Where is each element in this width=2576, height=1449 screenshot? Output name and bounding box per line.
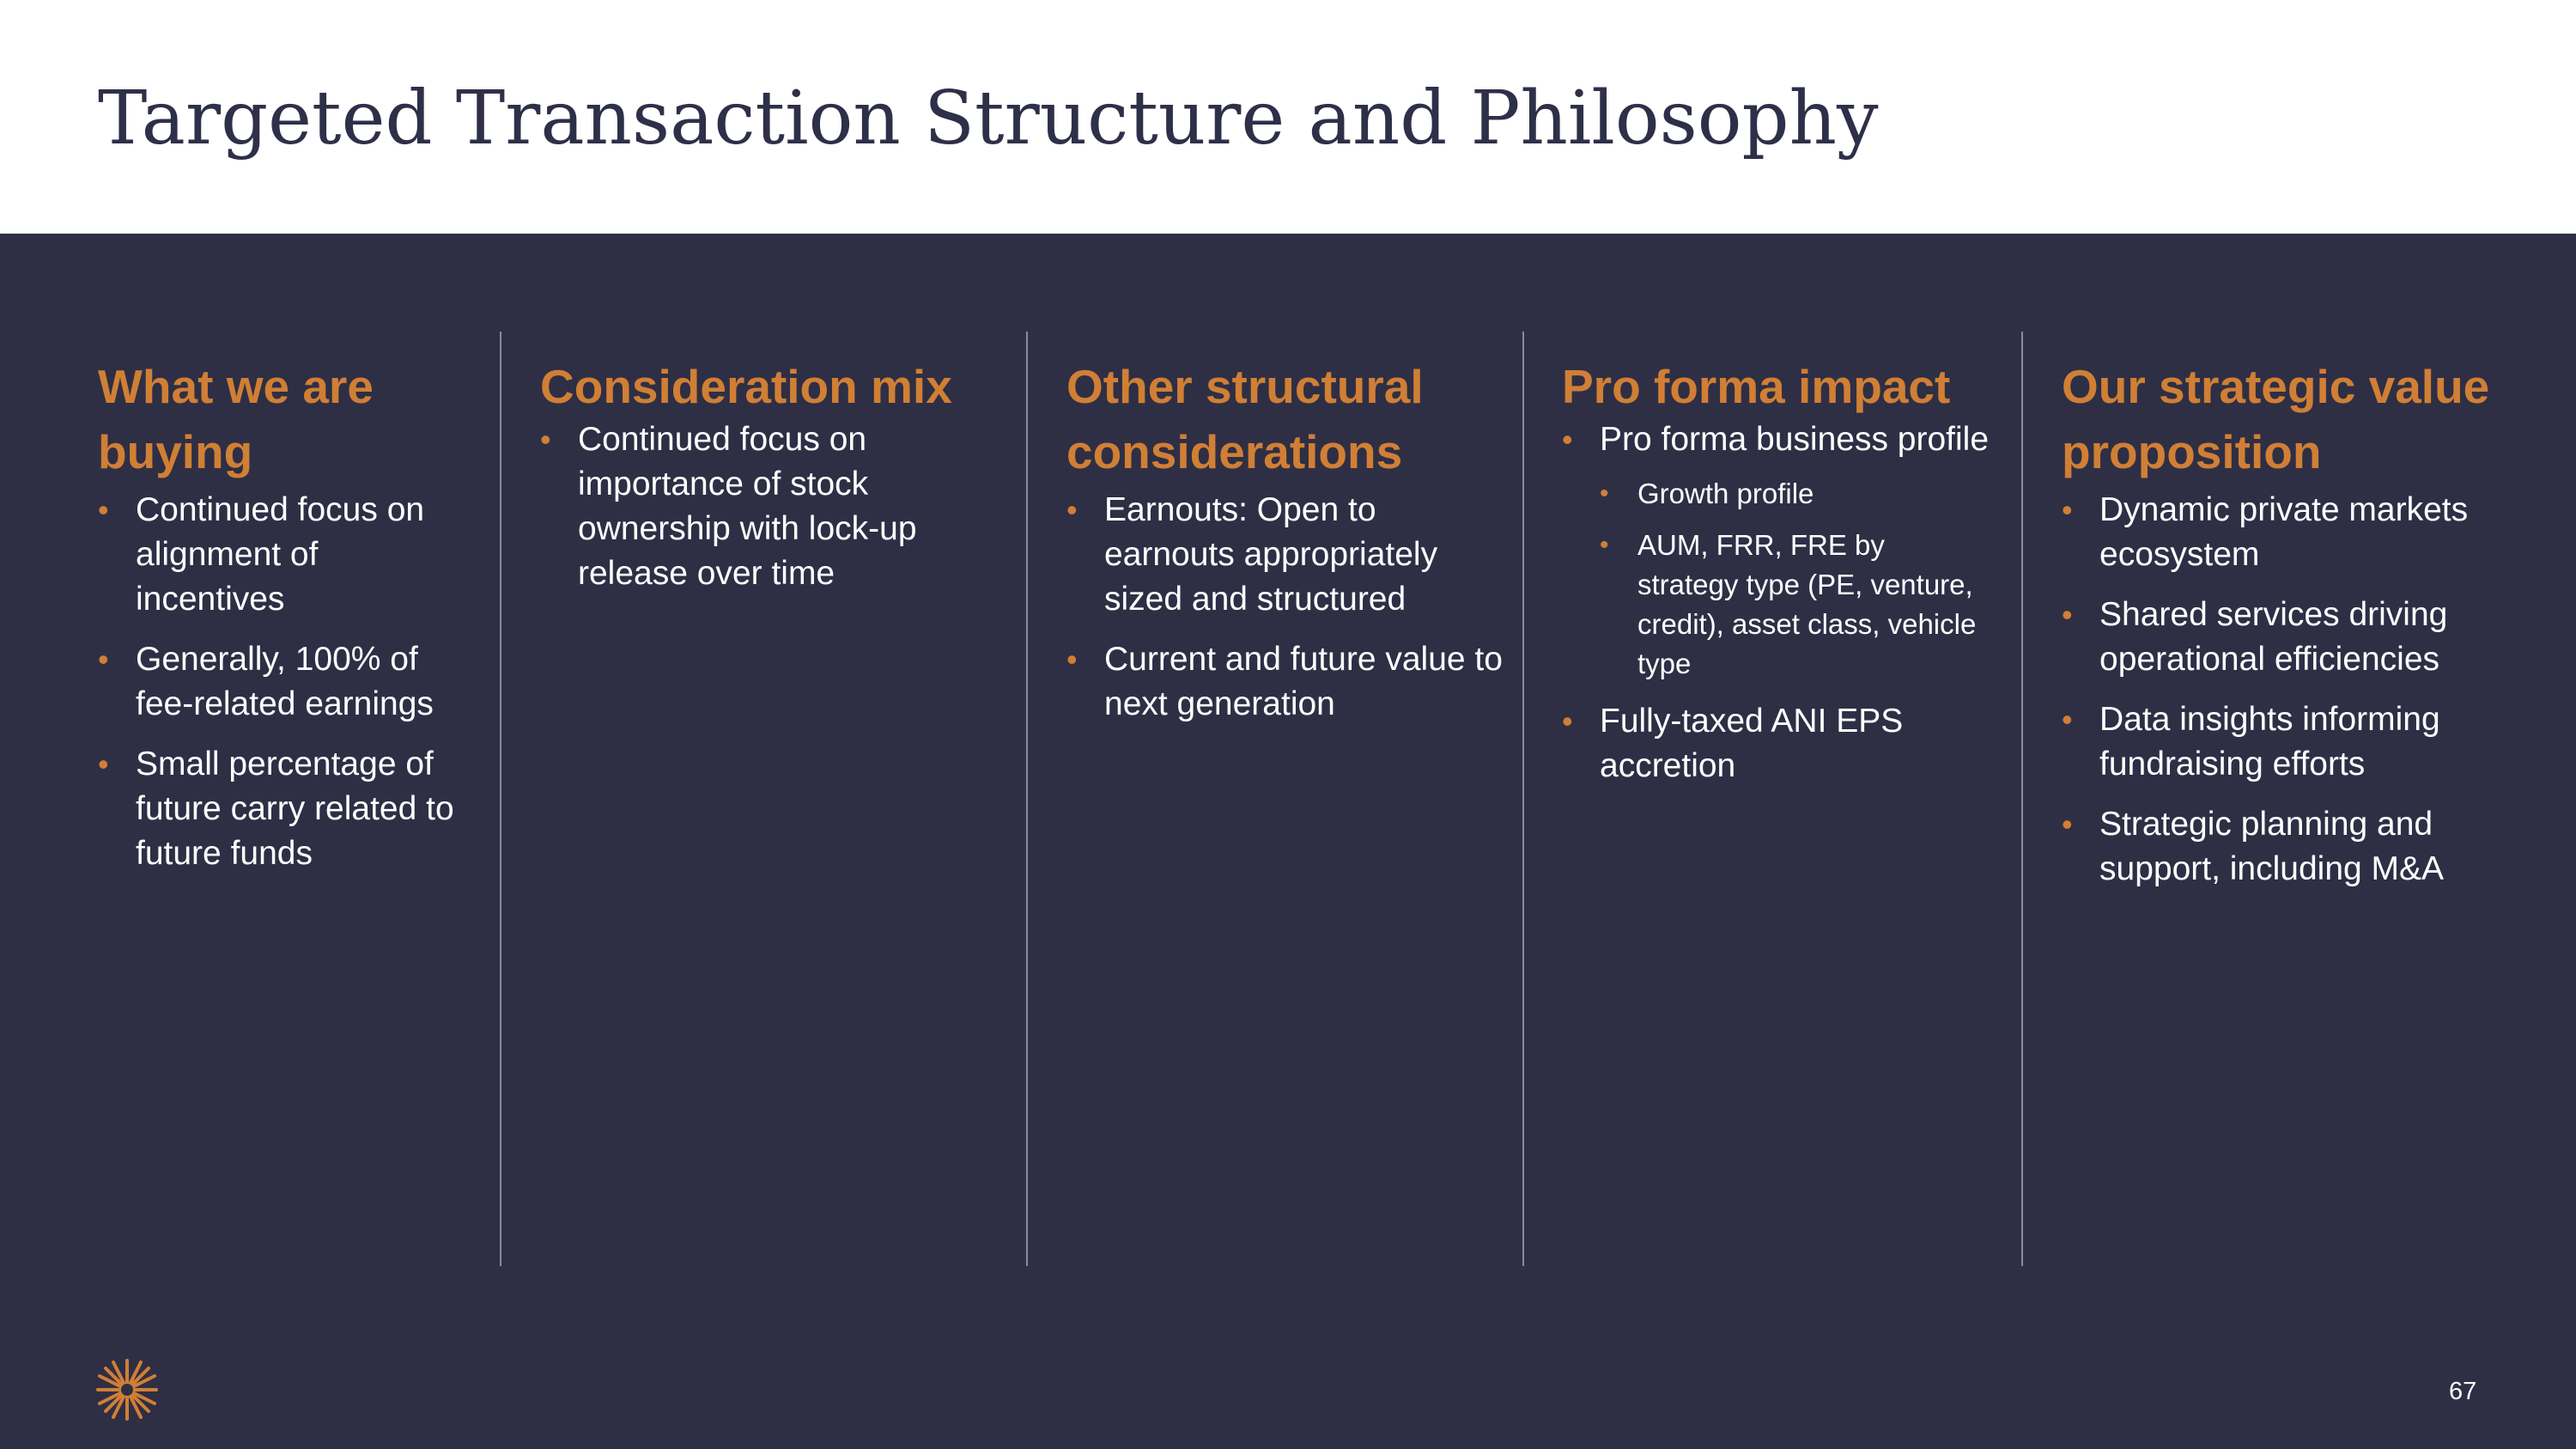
sub-bullet-item: Growth profile [1600, 474, 1991, 514]
column-divider [2021, 332, 2023, 1266]
bullet-item: Generally, 100% of fee-related earnings [98, 637, 476, 727]
slide-header: Targeted Transaction Structure and Philo… [0, 0, 2576, 234]
page-title: Targeted Transaction Structure and Philo… [98, 76, 1879, 161]
bullet-list: Pro forma business profile Growth profil… [1562, 417, 1991, 788]
column-divider [500, 332, 501, 1266]
bullet-item: Continued focus on alignment of incentiv… [98, 488, 476, 622]
bullet-item: Data insights informing fundraising effo… [2062, 697, 2508, 787]
bullet-list: Earnouts: Open to earnouts appropriately… [1066, 488, 1513, 727]
starburst-logo-icon [96, 1359, 158, 1421]
bullet-list: Dynamic private markets ecosystem Shared… [2062, 488, 2508, 892]
bullet-item: Continued focus on importance of stock o… [540, 417, 1021, 596]
column-what-we-are-buying: What we are buying Continued focus on al… [98, 354, 476, 892]
column-pro-forma-impact: Pro forma impact Pro forma business prof… [1562, 354, 1991, 804]
bullet-list: Continued focus on importance of stock o… [540, 417, 1021, 596]
column-heading: Our strategic value proposition [2062, 360, 2490, 478]
sub-bullet-list: Growth profile AUM, FRR, FRE by strategy… [1600, 474, 1991, 684]
bullet-item: Dynamic private markets ecosystem [2062, 488, 2508, 577]
bullet-item: Current and future value to next generat… [1066, 637, 1513, 727]
column-heading: Pro forma impact [1562, 360, 1951, 413]
page-number: 67 [2449, 1378, 2477, 1405]
column-heading: Other structural considerations [1066, 360, 1424, 478]
column-strategic-value-proposition: Our strategic value proposition Dynamic … [2062, 354, 2508, 907]
column-consideration-mix: Consideration mix Continued focus on imp… [540, 354, 1021, 612]
bullet-item: Earnouts: Open to earnouts appropriately… [1066, 488, 1513, 622]
bullet-item: Strategic planning and support, includin… [2062, 802, 2508, 892]
bullet-item: Fully-taxed ANI EPS accretion [1562, 699, 1991, 788]
bullet-item: Small percentage of future carry related… [98, 742, 476, 876]
sub-bullet-item: AUM, FRR, FRE by strategy type (PE, vent… [1600, 526, 1991, 684]
bullet-text: Pro forma business profile [1600, 421, 1990, 458]
bullet-item: Pro forma business profile Growth profil… [1562, 417, 1991, 684]
column-other-structural-considerations: Other structural considerations Earnouts… [1066, 354, 1513, 742]
column-heading: What we are buying [98, 360, 374, 478]
column-heading: Consideration mix [540, 360, 952, 413]
column-divider [1026, 332, 1028, 1266]
bullet-item: Shared services driving operational effi… [2062, 593, 2508, 682]
column-divider [1522, 332, 1524, 1266]
bullet-list: Continued focus on alignment of incentiv… [98, 488, 476, 876]
